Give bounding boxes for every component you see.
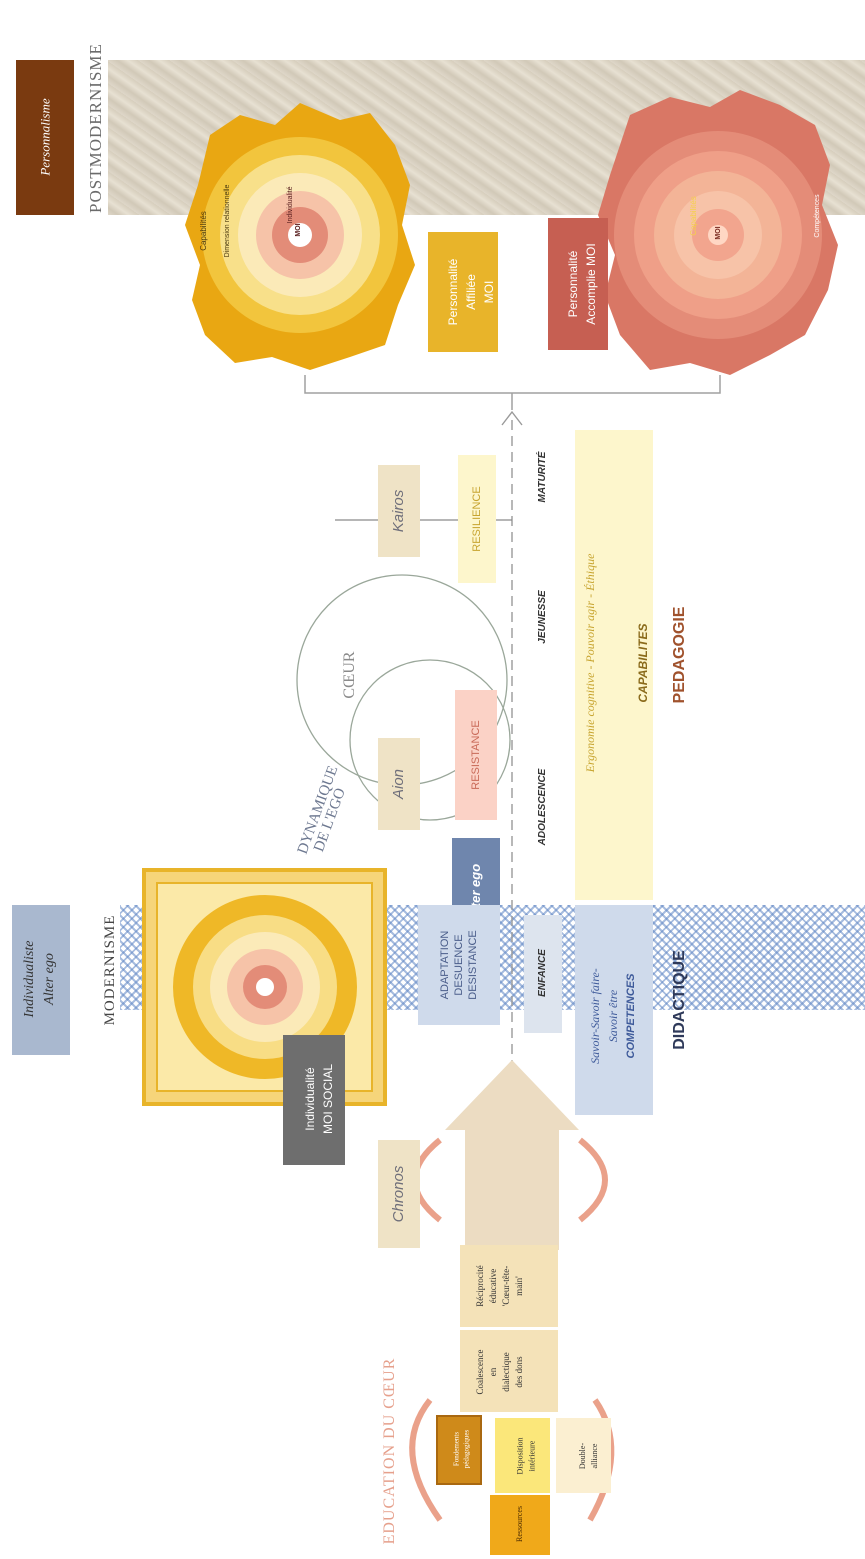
kairos-box [378, 465, 420, 557]
personnalisme-badge [16, 60, 74, 215]
coalescence-1: en [488, 1367, 498, 1377]
adaptation-label-2: DESISTANCE [467, 930, 479, 1000]
age-jeunesse: JEUNESSE [537, 590, 548, 644]
resistance-box [455, 690, 497, 820]
reciprocite-box [460, 1245, 558, 1327]
reciprocite-1: éducative [488, 1268, 498, 1304]
doublealliance-1: alliance [590, 1443, 599, 1469]
resistance-label: RESISTANCE [470, 720, 482, 790]
affiliee-rock [185, 103, 415, 370]
coeur-label: CŒUR [341, 651, 358, 699]
accomplie-box [548, 218, 608, 350]
resilience-box [458, 455, 496, 583]
affiliee-box [428, 232, 498, 352]
adaptation-label-0: ADAPTATION [439, 930, 451, 1000]
accomplie-rock [598, 90, 838, 375]
fondements-1: pédagogiques [462, 1429, 471, 1469]
reciprocite-2: 'Cœur-tête- [501, 1265, 511, 1307]
education-cycle-right [578, 1137, 608, 1223]
ressources-box [490, 1495, 550, 1555]
resilience-label: RESILIENCE [471, 486, 483, 552]
accomplie-core [708, 225, 728, 245]
age-adolescence: ADOLESCENCE [537, 768, 548, 846]
aion-box [378, 738, 420, 830]
education-cycle-bottom-right [587, 1398, 615, 1522]
moi-social-text-0: Individualité [303, 1067, 317, 1131]
modernisme-title: MODERNISME [102, 914, 118, 1026]
didactique-band [575, 905, 653, 1115]
individualiste-text-0: Individualiste [22, 940, 37, 1018]
didactique-text-1: Savoir être [606, 989, 620, 1043]
education-cycle-bottom-left [409, 1398, 443, 1522]
doublealliance-box [556, 1418, 611, 1493]
reciprocite-3: main' [514, 1276, 524, 1296]
pedagogie-text: Ergonomie cognitive - Pouvoir agir - Éth… [583, 553, 597, 773]
adaptation-label-1: DESUENCE [453, 934, 465, 996]
education-title: EDUCATION DU CŒUR [381, 1357, 398, 1545]
chronos-box [378, 1140, 420, 1248]
modernisme-core [256, 978, 274, 996]
fondements-0: Fondements [452, 1431, 461, 1467]
modernisme-circles [173, 895, 357, 1079]
adaptation-box [418, 905, 500, 1025]
ressources-label: Ressources [515, 1506, 524, 1542]
capabilites-label: CAPABILITES [636, 623, 650, 703]
individualiste-badge [12, 905, 70, 1055]
timeline-arrowhead [501, 410, 523, 426]
didactique-text-0: Savoir-Savoir faire- [588, 968, 602, 1064]
didactique-text-2: COMPETENCES [625, 973, 637, 1059]
doublealliance-0: Double- [578, 1442, 587, 1470]
coalescence-0: Coalescence [475, 1349, 485, 1395]
kairos-label: Kairos [390, 489, 407, 533]
reciprocite-0: Réciprocité [475, 1265, 485, 1307]
age-enfance: ENFANCE [537, 949, 548, 997]
disposition-box [495, 1418, 550, 1493]
coalescence-2: dialectique [501, 1352, 511, 1392]
pedagogie-label: PEDAGOGIE [671, 606, 688, 704]
affiliee-core [288, 223, 312, 247]
didactique-label: DIDACTIQUE [671, 950, 688, 1050]
enfance-box [524, 915, 562, 1033]
chronos-arrow [445, 1060, 579, 1250]
cycle-circle-inner [349, 659, 511, 821]
pedagogie-band [575, 430, 653, 900]
aion-label: Aion [390, 768, 407, 800]
coalescence-box [460, 1330, 558, 1412]
moi-social-box [283, 1035, 345, 1165]
fondements-box [436, 1415, 482, 1485]
age-maturite: MATURITÉ [537, 451, 548, 503]
disposition-1: intérieure [527, 1440, 537, 1472]
chronos-label: Chronos [390, 1165, 407, 1223]
disposition-0: Disposition [515, 1437, 525, 1475]
coalescence-3: des dons [514, 1356, 524, 1388]
bracket [304, 375, 721, 410]
moi-social-text-1: MOI SOCIAL [321, 1064, 335, 1135]
individualiste-text-1: Alter ego [42, 953, 57, 1005]
